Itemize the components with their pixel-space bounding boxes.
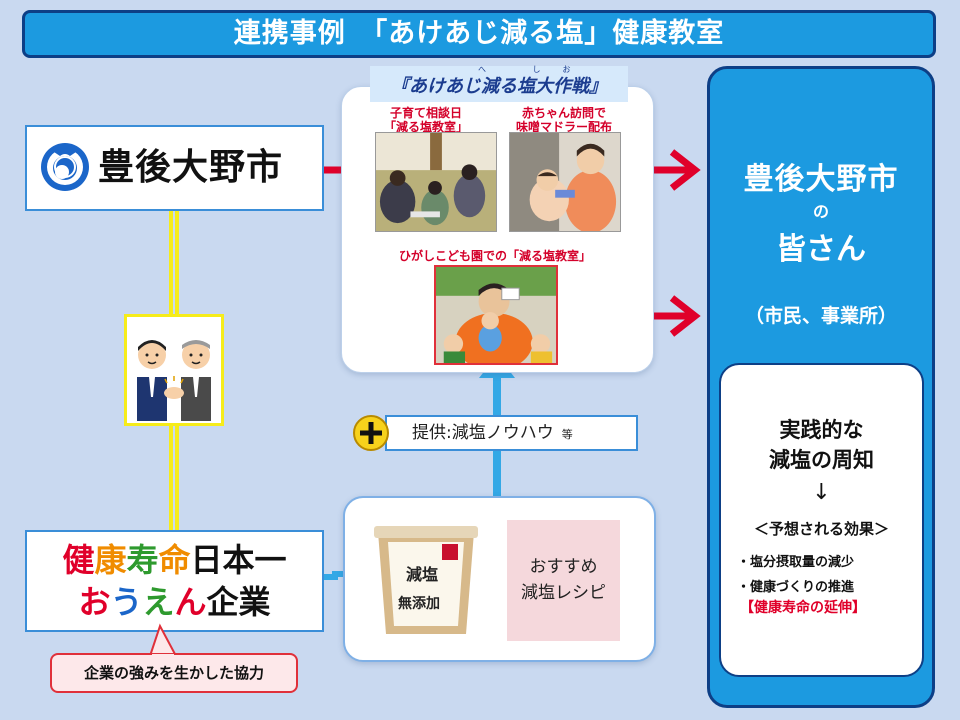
miso-container-image: 減塩 無添加 <box>374 526 478 634</box>
photo2-caption-line1: 赤ちゃん訪問で <box>521 106 606 120</box>
effects-heading-line1: 実践的な <box>779 418 864 442</box>
company-char: 康 <box>94 541 127 579</box>
miso-label-salt: 減塩 <box>406 565 438 584</box>
photo1-caption: 子育て相談日 「減る塩教室」 <box>375 106 477 134</box>
kindergarten-photo <box>434 265 558 365</box>
photo3-caption: ひがしこども園での「減る塩教室」 <box>398 249 591 263</box>
provide-etc: 等 <box>561 428 573 441</box>
effect-item: ・塩分摂取量の減少 <box>737 555 855 570</box>
company-name-line1: 健康寿命日本一 <box>25 540 324 580</box>
campaign-title-ruby: へ しお <box>478 65 593 74</box>
provide-label: 提供:減塩ノウハウ等 <box>412 422 573 446</box>
handshake-icon <box>137 340 211 421</box>
company-char: 日本一 <box>190 541 287 579</box>
company-name-line2: おうえん企業 <box>25 582 324 622</box>
effect-item: ・健康づくりの推進 <box>737 580 855 595</box>
page-title: 連携事例 「あけあじ減る塩」健康教室 <box>22 10 936 58</box>
photo2-caption-line2: 味噌マドラー配布 <box>515 120 612 134</box>
baby-visit-photo <box>509 132 621 232</box>
recipe-label: おすすめ 減塩レシピ <box>507 554 620 606</box>
company-char: え <box>142 583 175 621</box>
citizens-city-name: 豊後大野市 <box>743 162 899 197</box>
plus-icon <box>353 415 389 451</box>
miso-label-additive: 無添加 <box>398 595 440 612</box>
company-char: う <box>110 583 143 621</box>
effect-highlight: 【健康寿命の延伸】 <box>740 600 866 616</box>
citizens-particle: の <box>812 202 829 221</box>
city-box <box>25 125 324 211</box>
recipe-box <box>507 520 620 641</box>
provide-text: 提供:減塩ノウハウ <box>412 423 554 443</box>
citizens-label: 皆さん <box>776 232 866 267</box>
photo2-caption: 赤ちゃん訪問で 味噌マドラー配布 <box>505 106 623 134</box>
recipe-line2: 減塩レシピ <box>521 583 606 603</box>
company-strength-callout: 企業の強みを生かした協力 <box>50 653 298 693</box>
recipe-line1: おすすめ <box>529 557 598 577</box>
classroom-photo <box>375 132 497 232</box>
city-emblem-icon <box>41 143 89 191</box>
handshake-illustration <box>124 314 224 426</box>
citizens-note: （市民、事業所） <box>744 305 897 327</box>
effects-heading-line2: 減塩の周知 <box>769 448 874 472</box>
effects-subheading: ＜予想される効果＞ <box>753 520 889 538</box>
company-char: お <box>78 583 111 621</box>
campaign-title: 『あけあじ減る塩大作戦』 <box>370 66 628 102</box>
photo1-caption-line2: 「減る塩教室」 <box>383 120 468 134</box>
city-name: 豊後大野市 <box>98 147 284 188</box>
company-char: 健 <box>62 541 95 579</box>
photo1-caption-line1: 子育て相談日 <box>389 106 462 120</box>
provide-label-box <box>385 415 638 451</box>
company-char: 命 <box>158 541 191 579</box>
company-char: 寿 <box>126 541 159 579</box>
company-box <box>25 530 324 632</box>
company-char: ん <box>174 583 207 621</box>
effects-box <box>719 363 924 677</box>
down-arrow-icon: ↓ <box>812 480 831 505</box>
company-char: 企業 <box>206 583 271 621</box>
